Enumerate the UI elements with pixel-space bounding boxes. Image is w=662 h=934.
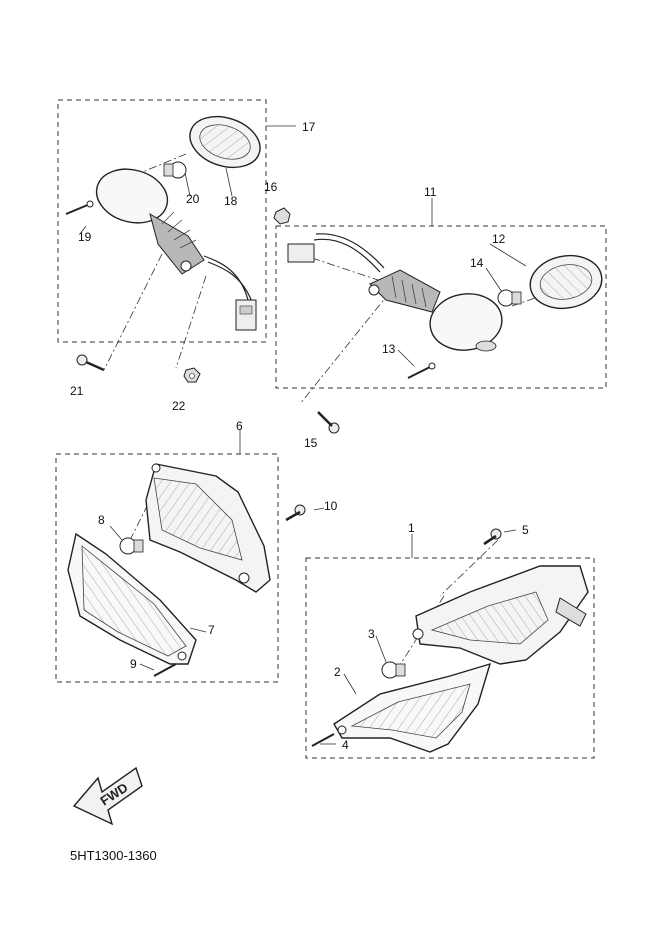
nut-16 — [273, 207, 291, 225]
callout-9: 9 — [130, 657, 137, 671]
flasher-housing-front-left — [145, 463, 271, 593]
callout-2: 2 — [334, 665, 341, 679]
callout-14: 14 — [470, 256, 484, 270]
callout-13: 13 — [382, 342, 396, 356]
callout-17: 17 — [302, 120, 316, 134]
callout-18: 18 — [224, 194, 238, 208]
screw-13 — [407, 362, 436, 379]
group-box-rear-left-flasher — [57, 99, 267, 343]
callout-20: 20 — [186, 192, 200, 206]
flasher-housing-front-right — [412, 565, 589, 665]
callout-7: 7 — [208, 623, 215, 637]
screw-4 — [311, 733, 335, 747]
callout-21: 21 — [70, 384, 84, 398]
callout-4: 4 — [342, 738, 349, 752]
flasher-lens-18 — [189, 115, 261, 169]
callout-6: 6 — [236, 419, 243, 433]
bolt-15 — [317, 411, 340, 434]
callout-16: 16 — [264, 180, 278, 194]
bolt-10 — [285, 504, 306, 522]
callout-15: 15 — [304, 436, 318, 450]
callout-10: 10 — [324, 499, 338, 513]
bolt-5 — [483, 528, 502, 546]
callout-12: 12 — [492, 232, 506, 246]
forward-direction-arrow: FWD — [72, 766, 143, 826]
callout-3: 3 — [368, 627, 375, 641]
flasher-body-rear-right — [287, 233, 503, 352]
group-box-rear-right-flasher — [275, 225, 607, 389]
callout-1: 1 — [408, 521, 415, 535]
callout-8: 8 — [98, 513, 105, 527]
bulb-3 — [381, 661, 406, 679]
flasher-lens-7 — [67, 532, 197, 665]
screw-19 — [65, 200, 94, 215]
bolt-21 — [76, 354, 105, 372]
flasher-body-rear-left — [95, 168, 257, 331]
bulb-14 — [497, 289, 522, 307]
bulb-8 — [119, 537, 144, 555]
bulb-20 — [163, 161, 187, 179]
callout-19: 19 — [78, 230, 92, 244]
screw-9 — [153, 663, 177, 677]
callout-11: 11 — [424, 185, 437, 199]
drawing-code: 5HT1300-1360 — [70, 848, 157, 863]
flasher-lens-12 — [529, 254, 603, 310]
nut-22 — [183, 367, 201, 383]
flasher-lens-2 — [333, 662, 492, 753]
group-box-front-right-flasher — [305, 557, 595, 759]
callout-22: 22 — [172, 399, 186, 413]
group-box-front-left-flasher — [55, 453, 279, 683]
callout-5: 5 — [522, 523, 529, 537]
